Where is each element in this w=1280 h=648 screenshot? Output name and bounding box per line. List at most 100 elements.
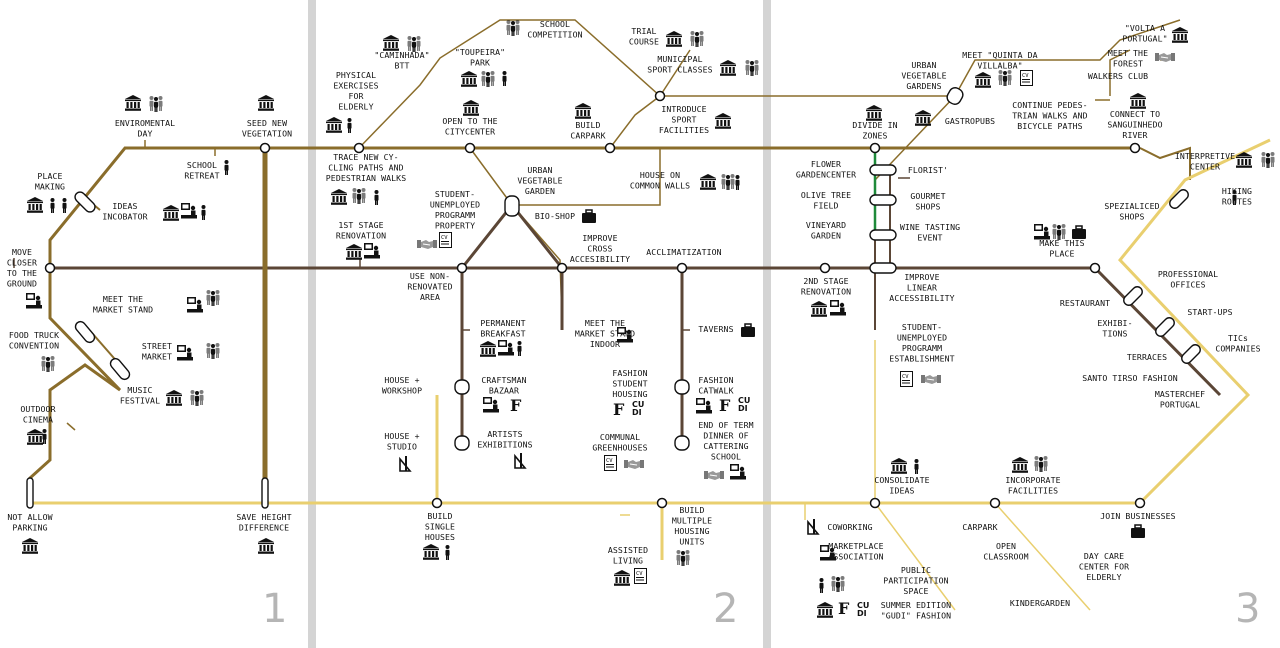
station-label-line: TIONS [1102,329,1127,339]
person-icon [735,175,740,190]
station-label-line: HOUSE + [384,375,419,385]
people-icon [722,174,735,190]
station-label-s73: TERRACES [1127,352,1167,362]
desk-icon [483,397,499,413]
station-label-line: SCHOOL [711,452,741,462]
person-icon [374,190,379,205]
station-label-line: GROUND [7,279,37,289]
station-label-line: MUNICIPAL [657,54,702,64]
station-label-line: VINEYARD [806,220,846,230]
station-label-line: INTRODUCE [661,104,706,114]
building-icon [125,95,141,111]
station-label-line: TERRACES [1127,352,1167,362]
station-label-line: PUBLIC [901,565,931,575]
station-label-line: PARKING [12,523,47,533]
station-label-line: MARKETPLACE [828,541,883,551]
building-icon [27,429,43,445]
station-label-line: PORTUGAL" [1122,34,1167,44]
station-markers [44,90,1146,509]
station-label-line: TRIAN WALKS AND [1012,111,1087,121]
people-icon [746,60,759,76]
station-label-line: WINE TASTING [900,222,960,232]
person-icon [50,198,55,213]
station-label-line: ENVIROMENTAL [115,118,175,128]
briefcase-icon [740,323,756,338]
person-icon [201,205,206,220]
f-icon [510,396,522,415]
station-label-line: RIVER [1122,130,1147,140]
station-label-line: STUDENT- [902,322,942,332]
station-label-line: CENTER FOR [1079,562,1129,572]
station-label-line: SHOPS [915,202,940,212]
station-label-line: ACCESSIBILITY [889,293,954,303]
building-icon [811,301,827,317]
station-label-line: SPACE [903,586,928,596]
zone-divider-2 [763,0,771,648]
building-icon [817,602,833,618]
station-label-line: MAKE THIS [1039,238,1084,248]
person-icon [819,578,824,593]
tools-icon [807,518,819,535]
station-label-s16: "TOUPEIRA"PARK [455,47,505,68]
station-label-line: ZONES [862,131,887,141]
station-label-line: PLACE [1049,249,1074,259]
station-label-line: STUDENT- [435,189,475,199]
building-icon [331,189,347,205]
zone-number-2: 2 [713,586,738,632]
building-icon [614,570,630,586]
building-icon [163,205,179,221]
station-label-line: CONSOLIDATE [874,475,929,485]
station-label-s71: EXHIBI-TIONS [1097,318,1132,339]
station-label-line: SANGUINHEDO [1107,120,1162,130]
desk-icon [830,300,846,316]
handshake-icon [920,374,942,385]
building-icon [22,538,38,554]
station-label-line: PHYSICAL [336,70,376,80]
station-label-line: TICs [1228,333,1248,343]
station-label-line: MULTIPLE [672,516,712,526]
station-label-line: GARDEN [811,231,841,241]
person-icon [62,198,67,213]
people-icon [207,290,220,306]
station-label-line: PROGRAMM [435,210,475,220]
station-label-line: FACILITIES [659,125,709,135]
cv-icon [900,371,913,387]
station-label-line: GARDENCENTER [796,170,856,180]
station-label-line: PERMANENT [480,318,525,328]
cudi-logo-text: DI [738,404,748,413]
station-label-line: STUDENT [612,379,647,389]
station-label-line: MEET THE [1108,48,1148,58]
station-label-line: GARDEN [525,186,555,196]
station-label-s82: SUMMER EDITION"GUDI" FASHION [881,600,951,621]
station-label-line: RENOVATION [336,231,386,241]
station-label-s79: COWORKING [827,522,872,532]
station-label-line: BUILD [427,511,452,521]
building-icon [1172,27,1188,43]
station-label-line: COMPANIES [1215,344,1260,354]
building-icon [383,35,399,51]
station-label-line: CONNECT TO [1110,109,1160,119]
station-label-line: BAZAAR [489,386,519,396]
station-label-s35: HOUSE +WORKSHOP [382,375,422,396]
station-label-line: LINEAR [907,283,937,293]
